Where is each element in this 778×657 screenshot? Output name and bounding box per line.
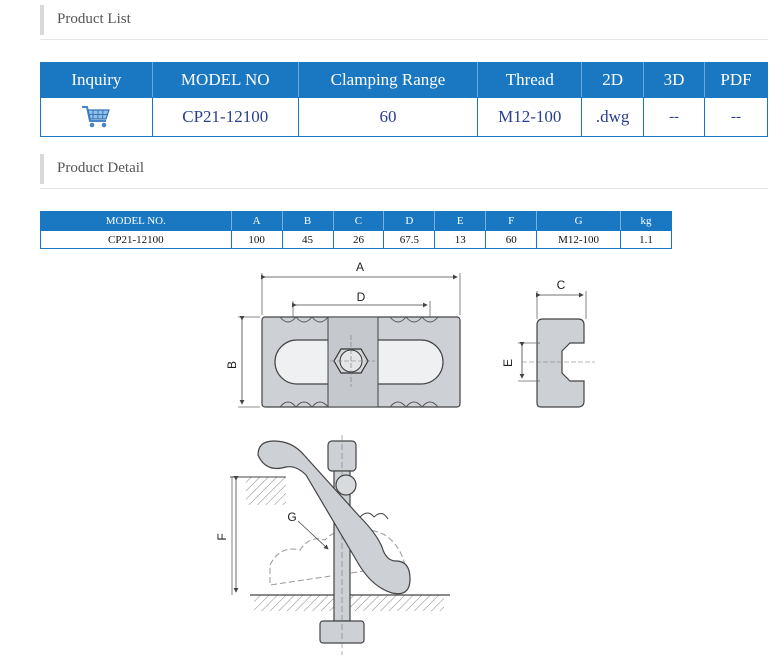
- detail-cell-b: 45: [281, 230, 334, 249]
- detail-header-d: D: [383, 211, 436, 231]
- detail-cell-f: 60: [485, 230, 538, 249]
- product-list-table: Inquiry MODEL NO Clamping Range Thread 2…: [40, 62, 768, 137]
- product-list-heading: Product List: [40, 5, 768, 40]
- col-header-inquiry: Inquiry: [40, 62, 153, 98]
- detail-cell-g: M12-100: [536, 230, 621, 249]
- dimension-label-b: B: [225, 361, 239, 369]
- dimension-label-f: F: [215, 533, 229, 540]
- detail-cell-kg: 1.1: [620, 230, 672, 249]
- 3d-cell: --: [643, 97, 706, 137]
- col-header-model-no: MODEL NO: [151, 62, 299, 98]
- dimension-label-d: D: [357, 290, 366, 304]
- clamp-side-view: C E: [501, 278, 595, 408]
- detail-cell-model-no: CP21-12100: [40, 230, 232, 249]
- product-list-title: Product List: [57, 11, 131, 27]
- col-header-pdf: PDF: [704, 62, 768, 98]
- clamping-range-cell: 60: [297, 97, 479, 137]
- product-detail-table: MODEL NO. A B C D E F G kg CP21-12100 10…: [40, 211, 672, 249]
- col-header-3d: 3D: [643, 62, 706, 98]
- detail-cell-d: 67.5: [383, 230, 436, 249]
- table-row: CP21-12100 60 M12-100 .dwg -- --: [40, 97, 768, 137]
- col-header-thread: Thread: [477, 62, 583, 98]
- dimension-label-c: C: [557, 278, 566, 292]
- detail-header-kg: kg: [620, 211, 672, 231]
- shopping-cart-icon[interactable]: [81, 104, 111, 130]
- pdf-cell: --: [704, 97, 768, 137]
- clamp-technical-drawing: A D B C E: [215, 260, 595, 655]
- col-header-clamping-range: Clamping Range: [297, 62, 479, 98]
- dimension-label-a: A: [356, 260, 364, 274]
- col-header-2d: 2D: [581, 62, 645, 98]
- thread-cell: M12-100: [477, 97, 583, 137]
- model-no-cell: CP21-12100: [151, 97, 299, 137]
- detail-header-e: E: [434, 211, 487, 231]
- detail-cell-e: 13: [434, 230, 487, 249]
- table-row: CP21-12100 100 45 26 67.5 13 60 M12-100 …: [40, 230, 672, 249]
- detail-header-g: G: [536, 211, 621, 231]
- product-detail-heading: Product Detail: [40, 154, 768, 189]
- detail-cell-c: 26: [332, 230, 385, 249]
- detail-header-b: B: [281, 211, 334, 231]
- 2d-dwg-link[interactable]: .dwg: [581, 97, 645, 137]
- heading-accent-bar: [40, 5, 44, 35]
- dimension-label-e: E: [501, 359, 515, 367]
- inquiry-cell: [40, 97, 153, 137]
- product-detail-title: Product Detail: [57, 160, 145, 176]
- detail-cell-a: 100: [230, 230, 283, 249]
- detail-header-model-no: MODEL NO.: [40, 211, 232, 231]
- detail-header-c: C: [332, 211, 385, 231]
- detail-header-row: MODEL NO. A B C D E F G kg: [40, 211, 672, 231]
- detail-header-a: A: [230, 211, 283, 231]
- clamp-top-view: A D B: [225, 260, 461, 408]
- product-list-header-row: Inquiry MODEL NO Clamping Range Thread 2…: [40, 62, 768, 98]
- heading-accent-bar: [40, 154, 44, 184]
- clamp-section-view: F G: [215, 435, 450, 655]
- detail-header-f: F: [485, 211, 538, 231]
- dimension-label-g: G: [287, 510, 296, 524]
